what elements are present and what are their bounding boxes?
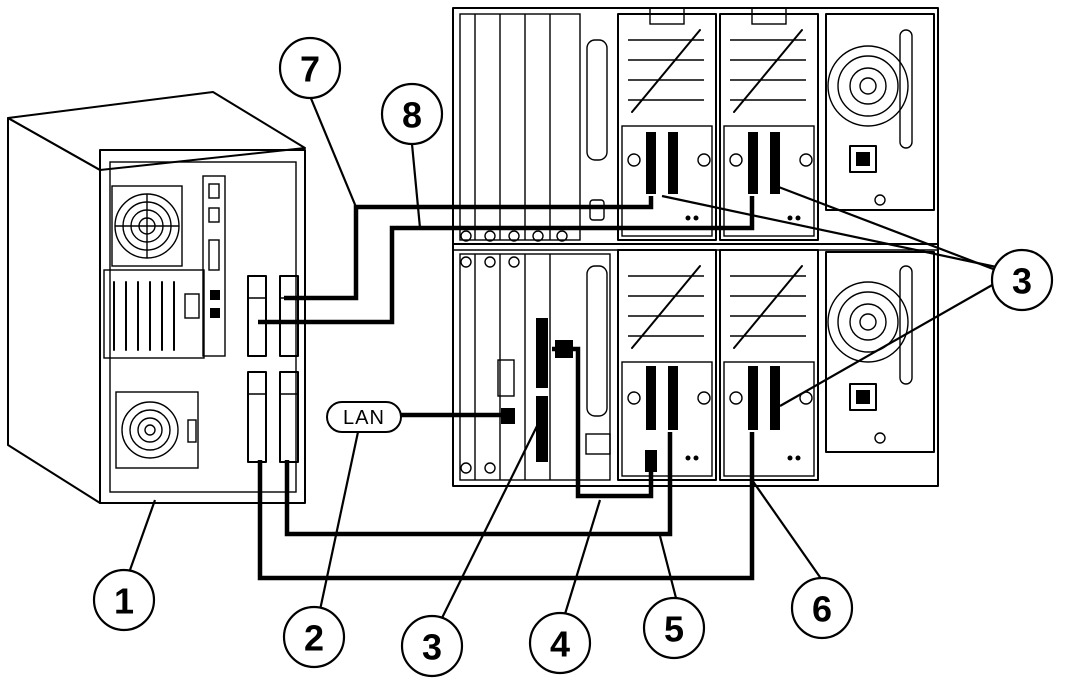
- top-unit-module-b: [719, 7, 819, 241]
- callout-7: 7: [278, 36, 342, 100]
- svg-text:8: 8: [402, 95, 422, 136]
- cable-5: [284, 432, 673, 537]
- top-unit-module-a: [617, 7, 717, 241]
- svg-text:1: 1: [114, 581, 134, 622]
- fan-icon: [111, 185, 183, 267]
- svg-text:3: 3: [1012, 261, 1032, 302]
- svg-text:4: 4: [550, 624, 570, 665]
- host-server-tower: [7, 91, 306, 504]
- fan-icon: [115, 391, 199, 469]
- callout-4: 4: [528, 611, 592, 675]
- bottom-unit-power-supply: [825, 251, 935, 453]
- storage-rack: [452, 7, 939, 487]
- callout-5: 5: [642, 596, 706, 660]
- bottom-unit-module-a: [617, 249, 717, 481]
- lan-label-text: LAN: [343, 407, 385, 429]
- cable-8: [258, 196, 755, 325]
- svg-text:7: 7: [300, 49, 320, 90]
- callout-1: 1: [92, 568, 156, 632]
- callout-2: 2: [282, 605, 346, 669]
- bottom-unit-card-slots: [459, 253, 611, 481]
- cable-4: [552, 346, 654, 499]
- svg-text:6: 6: [812, 589, 832, 630]
- bottom-unit-module-b: [719, 249, 819, 481]
- cable-7: [284, 196, 654, 301]
- callout-8: 8: [380, 82, 444, 146]
- svg-text:2: 2: [304, 618, 324, 659]
- callout-6: 6: [790, 576, 854, 640]
- cable-6: [257, 432, 755, 581]
- lan-label: LAN: [326, 401, 402, 433]
- callout-3-right: 3: [990, 248, 1054, 312]
- top-unit-card-slots: [459, 13, 608, 242]
- svg-text:5: 5: [664, 609, 684, 650]
- leader-lines: [128, 95, 1002, 623]
- host-adapter-slots: [247, 275, 299, 463]
- top-unit-power-supply: [825, 13, 935, 211]
- callout-3-lower: 3: [400, 614, 464, 678]
- vent-slots: [103, 269, 205, 359]
- svg-text:3: 3: [422, 627, 442, 668]
